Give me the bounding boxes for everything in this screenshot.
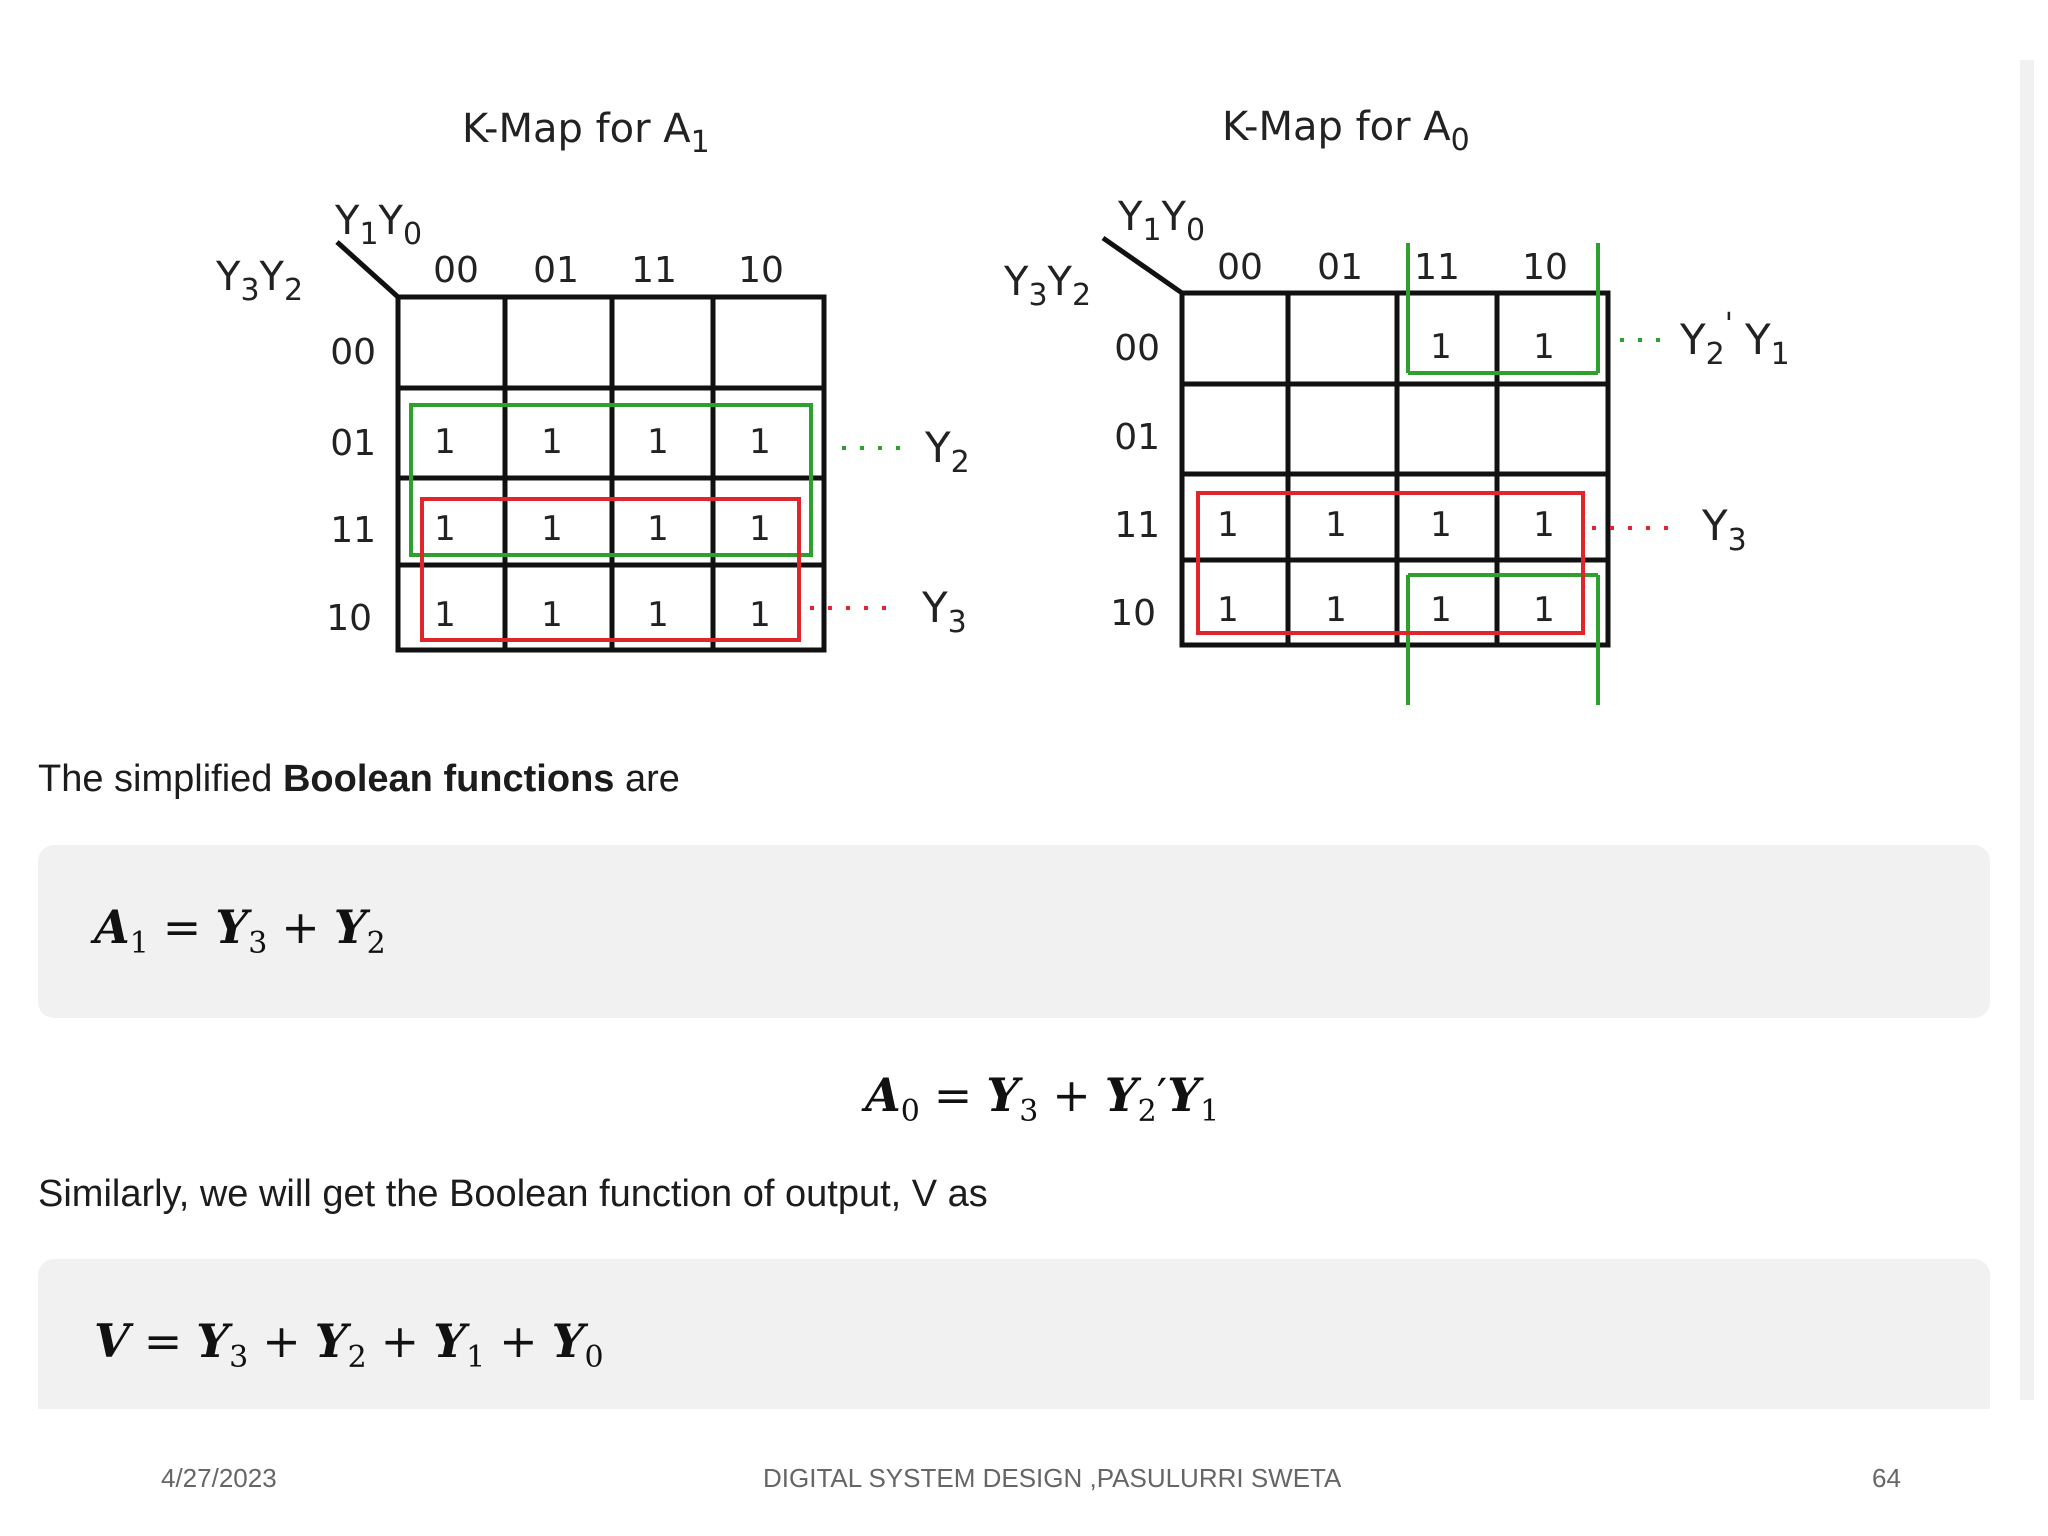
kmap-a1-cell: 1 [434,595,456,635]
footer-page-number: 64 [1872,1463,1901,1493]
kmap-a0-group-y2prime-y1 [1406,243,1600,705]
kmap-a0-col-header: 00 [1217,247,1263,288]
kmap-a1-cell: 1 [647,509,669,549]
kmap-a1-cell: 1 [541,422,563,462]
kmap-a1-label-y3: Y3 [921,583,967,640]
kmap-a0-row-header: 00 [1114,328,1160,369]
kmap-a0-cell: 1 [1430,505,1452,545]
kmap-a0-cell: 1 [1430,590,1452,630]
kmap-a1-cell: 1 [749,422,771,462]
similarly-text: Similarly, we will get the Boolean funct… [38,1173,988,1215]
intro-prefix: The simplified [38,758,283,800]
kmap-a0-cell: 1 [1430,327,1452,367]
equation-a1: A1=Y3+Y2 [94,900,386,961]
kmap-a0-row-header: 10 [1110,593,1156,634]
kmap-a0-row-header: 01 [1114,417,1160,458]
kmap-a0-cell: 1 [1217,590,1239,630]
kmap-a1-row-header: 10 [326,598,372,639]
kmap-a0-col-var: Y1Y0 [1117,194,1205,248]
equation-a0: A0=Y3+Y2′Y1 [865,1068,1220,1129]
kmap-a0-diagonal [1101,235,1184,296]
footer-date: 4/27/2023 [161,1463,277,1493]
kmap-a1: K-Map for A1 Y1Y0 Y3Y2 00 01 11 10 00 01… [215,106,970,653]
equation-v: V=Y3+Y2+Y1+Y0 [94,1314,604,1375]
kmap-figure: K-Map for A1 Y1Y0 Y3Y2 00 01 11 10 00 01… [215,104,1790,705]
kmap-a1-col-header: 00 [433,250,479,291]
intro-text: The simplified Boolean functions are [38,758,680,801]
kmap-a0-label-y2prime-y1: Y2'Y1 [1679,307,1790,372]
kmap-a1-row-header: 11 [330,510,376,551]
kmap-a1-cell: 1 [749,595,771,635]
kmap-a0-cell: 1 [1533,505,1555,545]
kmap-a1-col-var: Y1Y0 [334,198,422,252]
footer-title: DIGITAL SYSTEM DESIGN ,PASULURRI SWETA [763,1463,1342,1493]
kmap-a0-row-var: Y3Y2 [1003,259,1091,313]
kmap-a0-cell: 1 [1217,505,1239,545]
kmap-a0-row-header: 11 [1114,505,1160,546]
kmap-a1-row-header: 01 [330,423,376,464]
kmap-a1-col-header: 11 [631,250,677,291]
kmap-a1-row-var: Y3Y2 [215,254,303,308]
kmap-a1-cell: 1 [749,509,771,549]
kmap-a0-col-header: 10 [1522,247,1568,288]
kmap-a0-cell: 1 [1325,590,1347,630]
intro-bold: Boolean functions [282,758,615,800]
equation-box-a1: A1=Y3+Y2 [38,845,1990,1018]
kmap-a1-grid [395,294,827,653]
kmap-a0-cell: 1 [1325,505,1347,545]
slide-edge-bar [2020,60,2034,1400]
equation-box-v: V=Y3+Y2+Y1+Y0 [38,1259,1990,1409]
kmap-a1-row-header: 00 [330,332,376,373]
kmap-a1-cell: 1 [647,595,669,635]
kmap-a1-group-y2 [409,403,813,557]
kmap-a1-label-y2: Y2 [924,423,970,480]
kmap-a0-label-y3: Y3 [1701,501,1747,558]
kmap-a0-col-header: 11 [1414,247,1460,288]
kmap-a1-cell: 1 [541,595,563,635]
kmap-a0-col-header: 01 [1317,247,1363,288]
kmap-a1-cell: 1 [647,422,669,462]
kmap-a1-cell: 1 [434,509,456,549]
kmap-a1-group-y3 [420,497,801,642]
kmap-a0: K-Map for A0 Y1Y0 Y3Y2 00 01 11 10 00 01… [1003,104,1790,705]
kmap-a1-col-header: 01 [533,250,579,291]
kmap-a0-cell: 1 [1533,327,1555,367]
kmap-a1-diagonal [335,240,400,299]
kmap-a0-title: K-Map for A0 [1222,104,1470,158]
kmap-a0-cell: 1 [1533,590,1555,630]
kmap-a1-cell: 1 [434,422,456,462]
kmap-a1-cell: 1 [541,509,563,549]
intro-suffix: are [614,758,680,800]
kmap-a1-col-header: 10 [738,250,784,291]
kmap-a1-title: K-Map for A1 [462,106,710,160]
kmap-a0-grid [1179,290,1611,648]
kmap-a0-group-y3 [1196,491,1585,635]
